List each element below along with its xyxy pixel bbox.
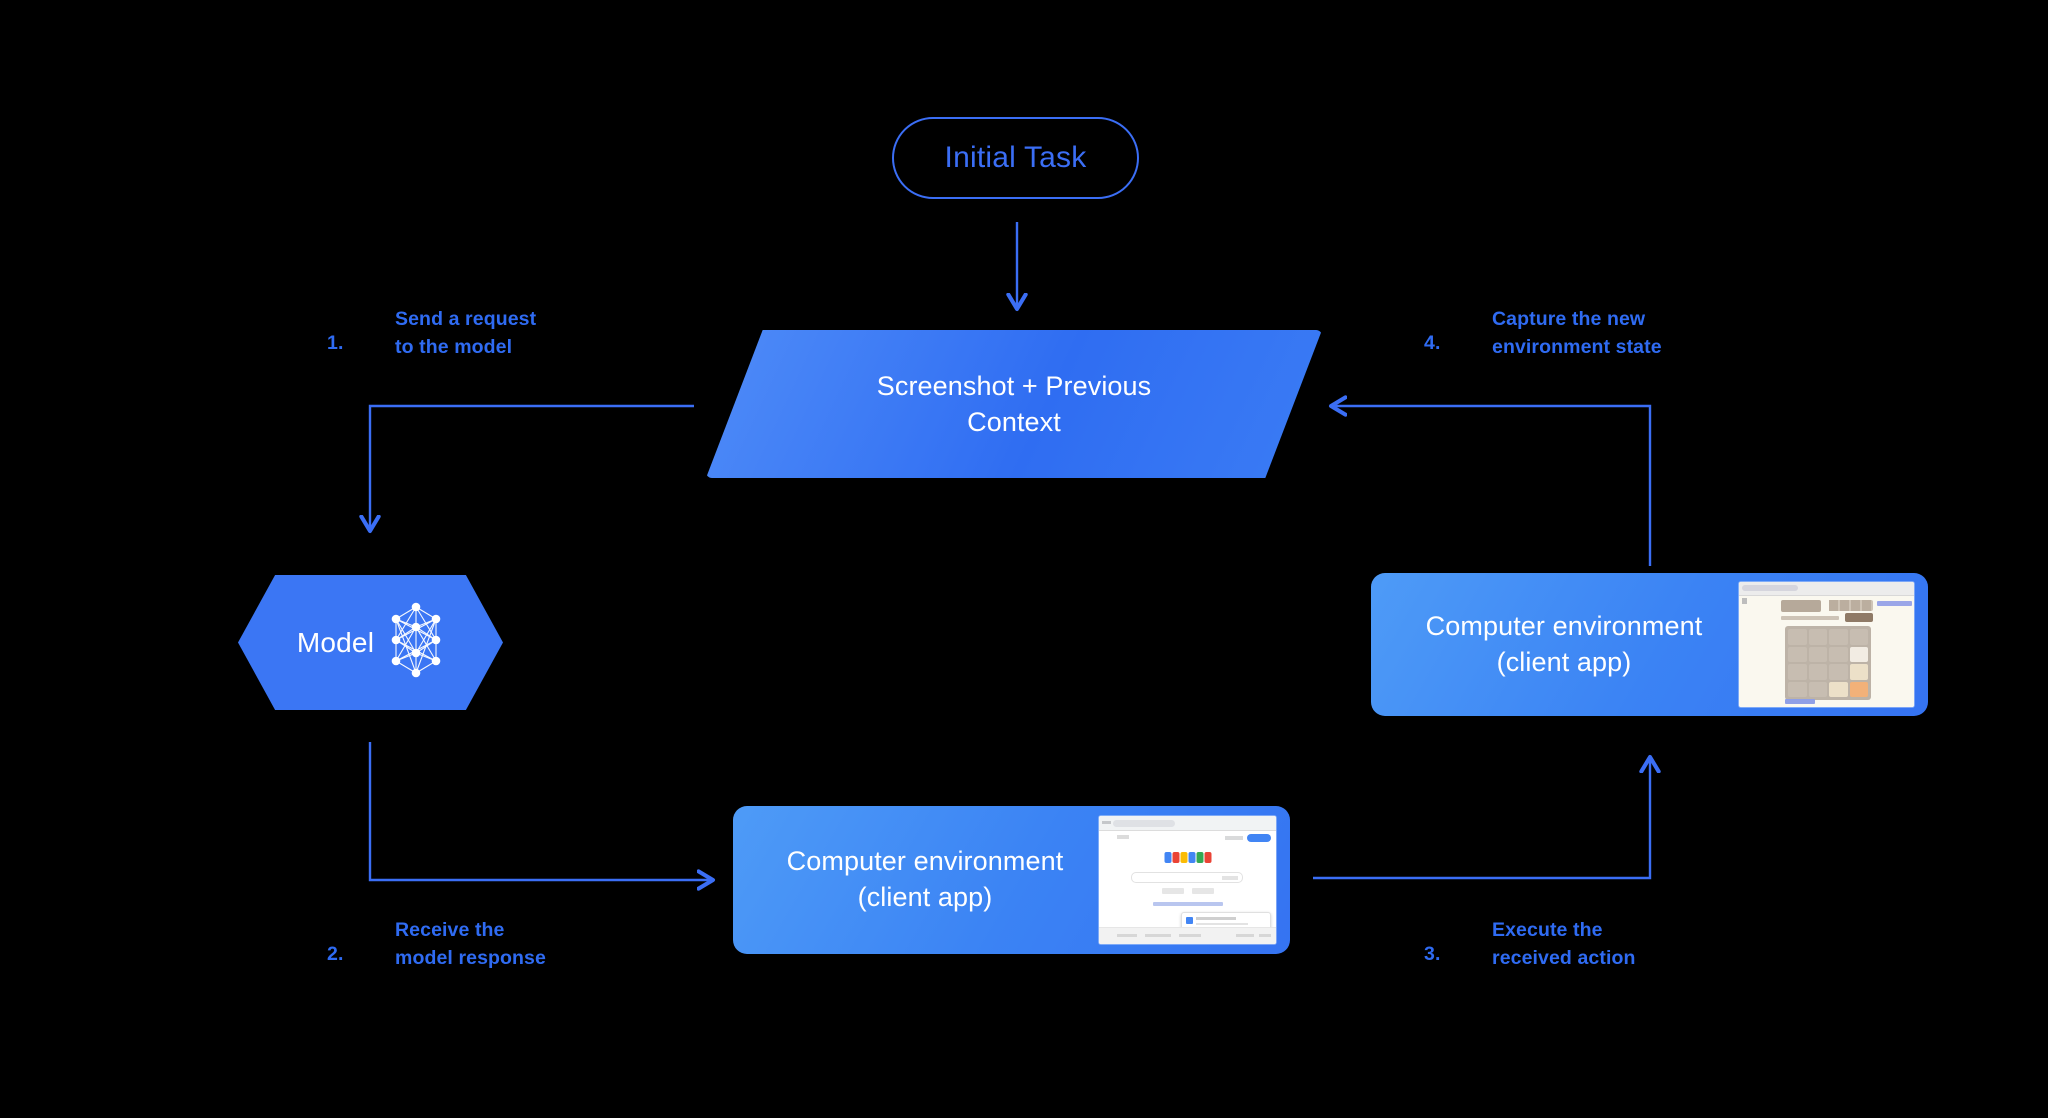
step-1-number: 1. (327, 332, 344, 354)
browser-chrome-bar (1739, 582, 1914, 596)
context-node-line2: Context (967, 407, 1061, 437)
new-game-button[interactable] (1845, 613, 1873, 622)
computer-environment-card-bottom[interactable]: Computer environment (client app) (733, 806, 1290, 954)
google-search-thumbnail[interactable] (1099, 816, 1276, 944)
step-3-number: 3. (1424, 943, 1441, 965)
score-boxes (1829, 600, 1873, 611)
page-subtext (1117, 835, 1129, 839)
step-3-text: Execute the received action (1492, 919, 1636, 970)
url-bar (1113, 819, 1175, 827)
search-input[interactable] (1131, 872, 1243, 883)
google-logo (1164, 852, 1211, 863)
context-node-shape (706, 330, 1322, 478)
initial-task-label: Initial Task (944, 141, 1087, 174)
env-right-line1: Computer environment (1425, 610, 1703, 641)
env-bottom-line2: (client app) (857, 882, 993, 912)
sign-in-button[interactable] (1247, 834, 1271, 842)
language-links[interactable] (1152, 902, 1223, 906)
header-links (1877, 601, 1912, 606)
search-buttons[interactable] (1161, 888, 1214, 894)
browser-chrome-bar (1099, 816, 1276, 831)
initial-task-node[interactable]: Initial Task (892, 117, 1139, 199)
env-right-line2: (client app) (1496, 646, 1632, 677)
step-4-text: Capture the new environment state (1492, 308, 1662, 359)
url-bar (1742, 584, 1798, 591)
step-label-1: 1. Send a request to the model (327, 305, 536, 362)
env-bottom-label: Computer environment (client app) (733, 844, 1099, 915)
nav-buttons (1102, 821, 1111, 824)
subtitle-text (1781, 616, 1839, 620)
step-2-number: 2. (327, 943, 344, 965)
model-node-label: Model (296, 626, 375, 658)
step-1-text: Send a request to the model (395, 308, 537, 359)
context-node-text: Screenshot + Previous Context (706, 330, 1322, 478)
env-right-label: Computer environment (client app) (1371, 609, 1739, 680)
2048-brand (1781, 600, 1821, 612)
2048-game-thumbnail[interactable] (1739, 582, 1914, 707)
model-node-shape (238, 575, 503, 710)
env-bottom-line1: Computer environment (786, 846, 1064, 877)
context-node-line1: Screenshot + Previous (876, 370, 1152, 401)
context-node[interactable]: Screenshot + Previous Context (706, 330, 1322, 478)
dialog-title (1196, 917, 1236, 920)
top-nav-links (1225, 836, 1243, 840)
dialog-icon (1186, 917, 1193, 924)
tab-button (1742, 598, 1747, 604)
game-board[interactable] (1785, 626, 1871, 700)
neural-network-icon (388, 601, 444, 684)
step-2-text: Receive the model response (395, 919, 546, 970)
page-footer (1099, 927, 1276, 944)
model-node[interactable]: Model (238, 575, 503, 710)
step-4-number: 4. (1424, 332, 1441, 354)
step-label-2: 2. Receive the model response (327, 916, 546, 973)
computer-environment-card-right[interactable]: Computer environment (client app) (1371, 573, 1928, 716)
footer-links (1785, 699, 1871, 704)
dialog-body (1196, 923, 1248, 925)
step-label-4: 4. Capture the new environment state (1424, 305, 1662, 362)
step-label-3: 3. Execute the received action (1424, 916, 1635, 973)
